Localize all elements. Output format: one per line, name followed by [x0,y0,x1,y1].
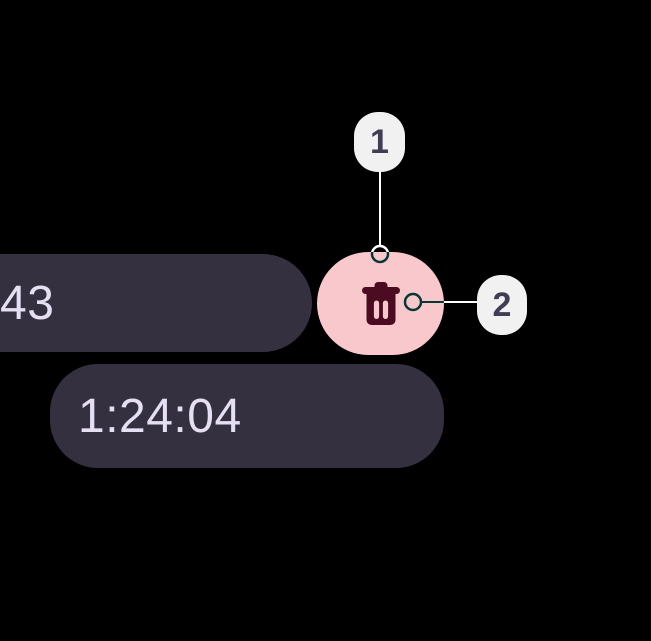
time-chip-full-text: 1:24:04 [78,389,242,443]
trash-icon [361,281,400,325]
callout-badge-1-label: 1 [370,122,389,161]
callout-badge-2-label: 2 [492,285,512,324]
callout-badge-1: 1 [354,112,405,172]
time-chip-partial: 43 [0,254,312,352]
delete-button[interactable] [317,252,444,355]
callout-badge-2: 2 [477,275,527,335]
time-chip-full: 1:24:04 [50,364,444,468]
time-chip-partial-text: 43 [0,276,55,330]
